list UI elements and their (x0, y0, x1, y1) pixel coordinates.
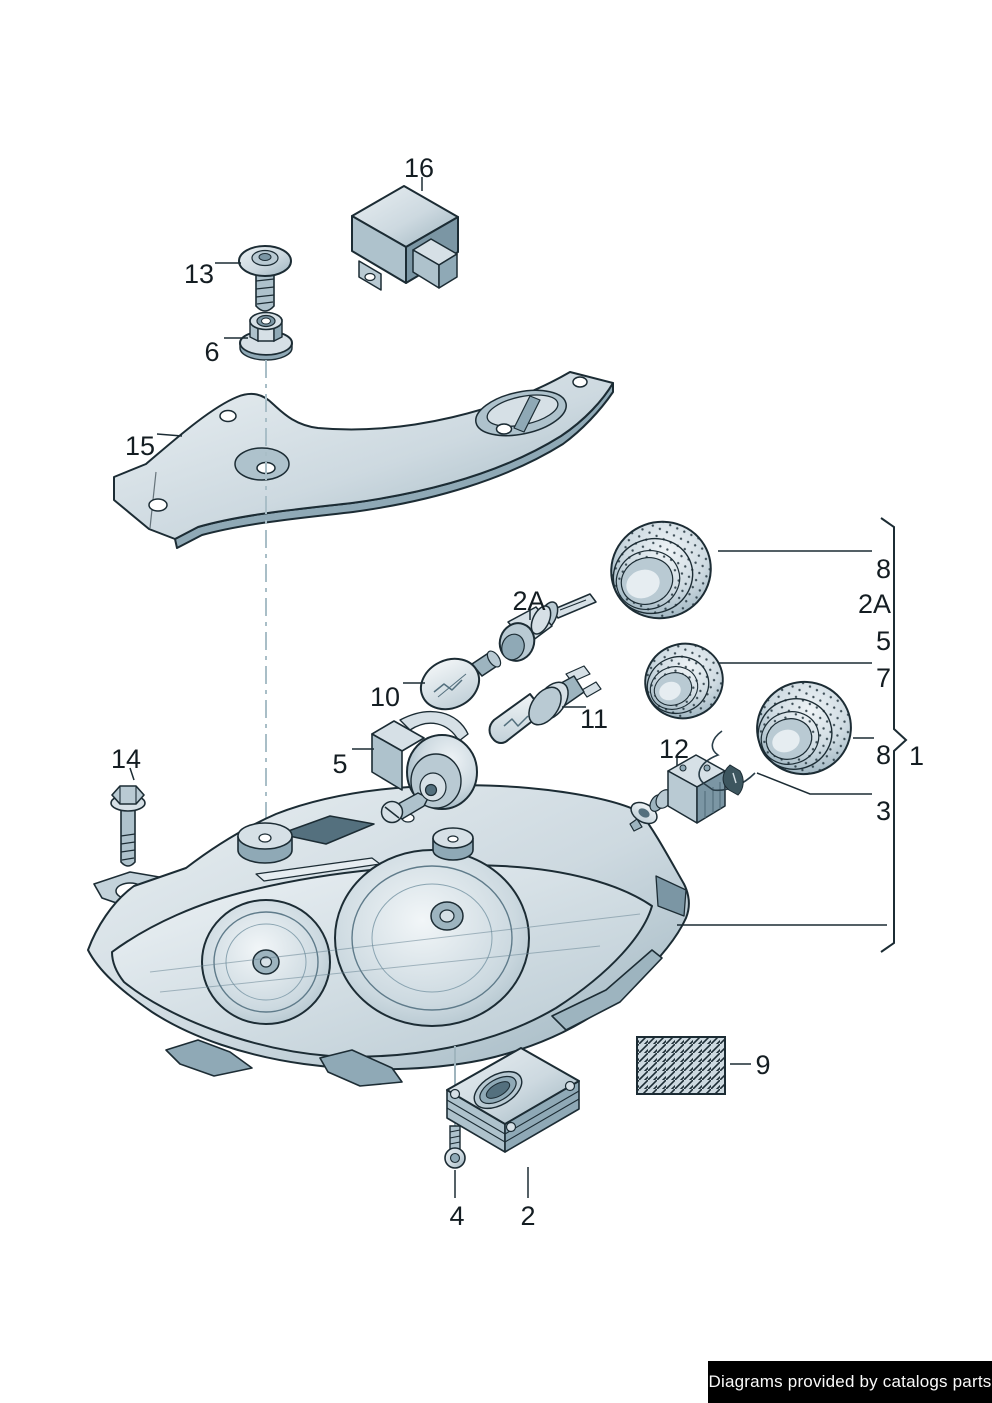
headlight-housing (87, 784, 690, 1087)
callout-3: 3 (876, 796, 891, 826)
screw-13 (238, 245, 292, 312)
callout-8-top: 8 (876, 554, 891, 584)
footer-text: Diagrams provided by catalogs parts (708, 1372, 992, 1391)
cap-7 (644, 642, 724, 720)
callout-6: 6 (204, 337, 219, 367)
ballast-unit-2 (446, 1047, 580, 1153)
callout-13: 13 (184, 259, 214, 289)
bolt-14 (110, 785, 146, 867)
callout-15: 15 (125, 431, 155, 461)
nut-6 (239, 311, 293, 361)
callout-14: 14 (111, 744, 141, 774)
callout-5-side: 5 (876, 626, 891, 656)
callout-2a-side: 2A (858, 589, 891, 619)
callout-8-mid: 8 (876, 740, 891, 770)
callout-12: 12 (659, 734, 689, 764)
bulb-10 (419, 650, 502, 711)
cap-8-right (756, 680, 852, 776)
bracket-15 (113, 371, 614, 549)
xenon-bulb-12 (629, 754, 726, 832)
relay-16 (351, 185, 459, 291)
leveling-motor-5 (371, 710, 478, 824)
cap-8-top (610, 520, 712, 620)
retaining-clip-3 (698, 730, 756, 796)
leader-lines (129, 177, 887, 1198)
callout-1: 1 (909, 741, 924, 771)
callout-5: 5 (332, 749, 347, 779)
callout-7-side: 7 (876, 663, 891, 693)
callout-11: 11 (580, 704, 608, 734)
callout-10: 10 (370, 682, 400, 712)
bulb-11 (488, 665, 602, 744)
footer-banner: Diagrams provided by catalogs parts (708, 1361, 992, 1403)
brace-1 (880, 517, 908, 953)
callout-labels: 16 13 6 15 14 10 5 11 2A 12 8 2A 5 7 8 1… (111, 153, 924, 1231)
callout-2: 2 (520, 1201, 535, 1231)
callout-9: 9 (755, 1050, 770, 1080)
callout-16: 16 (404, 153, 434, 183)
screw-4 (444, 1125, 466, 1169)
callout-4: 4 (449, 1201, 464, 1231)
bulb-holder-2a (498, 593, 597, 662)
callout-2a: 2A (512, 586, 545, 616)
seal-9 (636, 1036, 726, 1095)
